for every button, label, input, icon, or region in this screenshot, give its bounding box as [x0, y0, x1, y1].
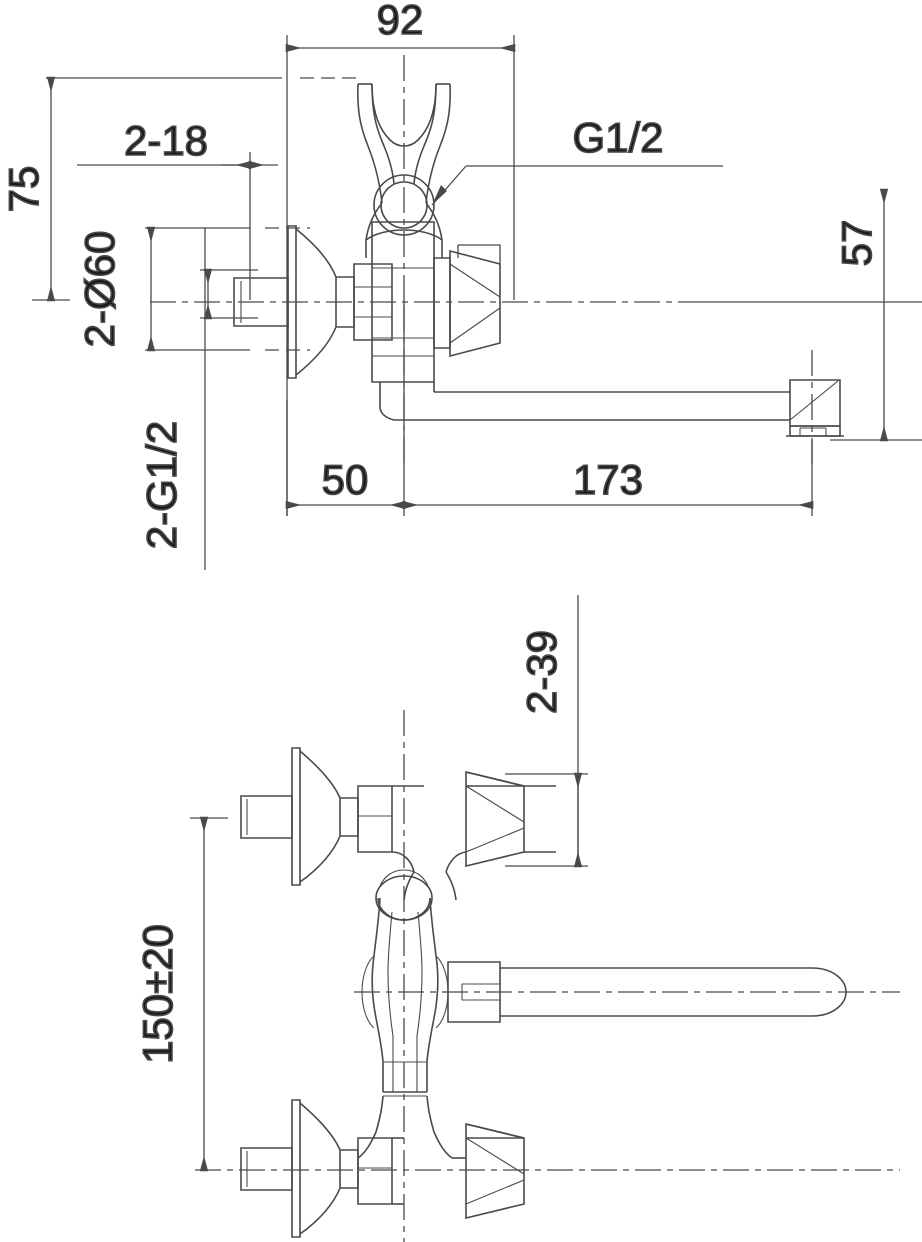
- top-view-extension-lines: [32, 35, 813, 570]
- dim-75-label: 75: [0, 166, 47, 213]
- top-view-centerlines: [150, 55, 813, 470]
- tap-front-elevation: [240, 747, 847, 1238]
- dim-2-18-label: 2-18: [124, 117, 208, 164]
- dim-2-39: [505, 595, 588, 868]
- dim-57: [700, 188, 922, 442]
- dim-2-d60-label: 2-Ø60: [76, 231, 123, 348]
- dim-173-label: 173: [573, 456, 643, 503]
- dim-2-39-label: 2-39: [518, 630, 565, 714]
- dim-57-label: 57: [833, 220, 880, 267]
- dim-92-label: 92: [377, 0, 424, 43]
- dim-150: [190, 816, 228, 1172]
- dim-150-label: 150±20: [134, 924, 181, 1064]
- dim-2-g12-label: 2-G1/2: [138, 421, 185, 549]
- tap-side-elevation: [233, 83, 844, 437]
- leader-g12: [431, 165, 723, 206]
- dim-50-label: 50: [322, 456, 369, 503]
- dim-g12-label: G1/2: [572, 114, 663, 161]
- bottom-view-centerlines: [195, 710, 900, 1242]
